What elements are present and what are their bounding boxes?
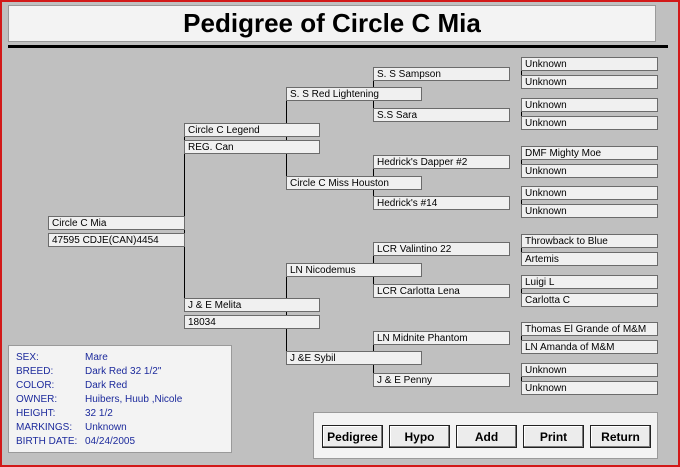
connector-line xyxy=(521,241,522,260)
gg-grandparent[interactable]: Carlotta C xyxy=(521,293,658,307)
info-label: BREED: xyxy=(16,366,54,377)
hypo-button[interactable]: Hypo xyxy=(389,425,450,448)
great-grandparent[interactable]: Hedrick's Dapper #2 xyxy=(373,155,510,169)
gg-grandparent[interactable]: LN Amanda of M&M xyxy=(521,340,658,354)
great-grandparent[interactable]: Hedrick's #14 xyxy=(373,196,510,210)
horse-info-panel: SEX: Mare BREED: Dark Red 32 1/2" COLOR:… xyxy=(8,345,232,453)
pedigree-button[interactable]: Pedigree xyxy=(322,425,383,448)
subject-reg: 47595 CDJE(CAN)4454 xyxy=(48,233,185,247)
grandparent-sire-dam[interactable]: Circle C Miss Houston xyxy=(286,176,422,190)
dam-name[interactable]: J & E Melita xyxy=(184,298,320,312)
info-value: 32 1/2 xyxy=(85,408,113,419)
page-title: Pedigree of Circle C Mia xyxy=(183,8,481,38)
subject-name[interactable]: Circle C Mia xyxy=(48,216,185,230)
info-value: Unknown xyxy=(85,422,127,433)
connector-line xyxy=(286,94,287,183)
info-label: OWNER: xyxy=(16,394,58,405)
gg-grandparent[interactable]: Unknown xyxy=(521,57,658,71)
connector-line xyxy=(521,64,522,83)
info-value: Dark Red 32 1/2" xyxy=(85,366,162,377)
info-value: Huibers, Huub ,Nicole xyxy=(85,394,183,405)
add-button[interactable]: Add xyxy=(456,425,517,448)
gg-grandparent[interactable]: Artemis xyxy=(521,252,658,266)
info-value: Dark Red xyxy=(85,380,128,391)
info-label: COLOR: xyxy=(16,380,55,391)
gg-grandparent[interactable]: Unknown xyxy=(521,164,658,178)
info-label: BIRTH DATE: xyxy=(16,436,78,447)
gg-grandparent[interactable]: Throwback to Blue xyxy=(521,234,658,248)
great-grandparent[interactable]: J & E Penny xyxy=(373,373,510,387)
connector-line xyxy=(521,282,522,301)
connector-line xyxy=(521,105,522,124)
sire-reg: REG. Can xyxy=(184,140,320,154)
connector-line xyxy=(521,193,522,212)
connector-line xyxy=(521,370,522,389)
gg-grandparent[interactable]: Unknown xyxy=(521,116,658,130)
return-button[interactable]: Return xyxy=(590,425,651,448)
gg-grandparent[interactable]: Unknown xyxy=(521,381,658,395)
info-value: Mare xyxy=(85,352,108,363)
title-bar: Pedigree of Circle C Mia xyxy=(8,5,656,42)
connector-line xyxy=(521,153,522,172)
great-grandparent[interactable]: S.S Sara xyxy=(373,108,510,122)
grandparent-dam-sire[interactable]: LN Nicodemus xyxy=(286,263,422,277)
great-grandparent[interactable]: S. S Sampson xyxy=(373,67,510,81)
gg-grandparent[interactable]: Unknown xyxy=(521,186,658,200)
info-value: 04/24/2005 xyxy=(85,436,136,447)
info-label: HEIGHT: xyxy=(16,408,56,419)
gg-grandparent[interactable]: Unknown xyxy=(521,204,658,218)
gg-grandparent[interactable]: DMF Mighty Moe xyxy=(521,146,658,160)
grandparent-sire-sire[interactable]: S. S Red Lightening xyxy=(286,87,422,101)
gg-grandparent[interactable]: Thomas El Grande of M&M xyxy=(521,322,658,336)
connector-line xyxy=(521,329,522,348)
gg-grandparent[interactable]: Unknown xyxy=(521,98,658,112)
info-label: SEX: xyxy=(16,352,39,363)
sire-name[interactable]: Circle C Legend xyxy=(184,123,320,137)
gg-grandparent[interactable]: Unknown xyxy=(521,363,658,377)
print-button[interactable]: Print xyxy=(523,425,584,448)
dam-reg: 18034 xyxy=(184,315,320,329)
info-label: MARKINGS: xyxy=(16,422,73,433)
great-grandparent[interactable]: LCR Valintino 22 xyxy=(373,242,510,256)
button-panel: Pedigree Hypo Add Print Return xyxy=(313,412,658,459)
gg-grandparent[interactable]: Unknown xyxy=(521,75,658,89)
great-grandparent[interactable]: LCR Carlotta Lena xyxy=(373,284,510,298)
great-grandparent[interactable]: LN Midnite Phantom xyxy=(373,331,510,345)
grandparent-dam-dam[interactable]: J &E Sybil xyxy=(286,351,422,365)
gg-grandparent[interactable]: Luigi L xyxy=(521,275,658,289)
title-divider xyxy=(8,45,668,48)
